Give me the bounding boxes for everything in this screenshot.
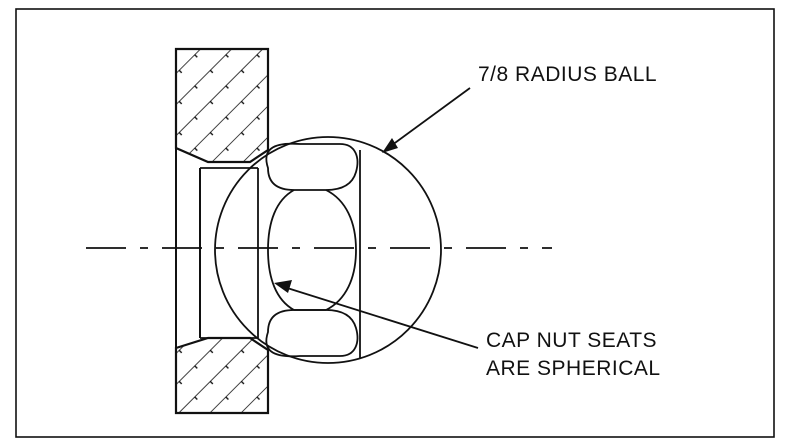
- ball-leader-arrow: [382, 87, 471, 153]
- housing-section-top: [174, 47, 270, 164]
- ball-label: 7/8 RADIUS BALL: [478, 63, 657, 86]
- housing-section-bottom: [174, 336, 270, 415]
- radius-ball: [214, 136, 442, 364]
- seat-label-line2: ARE SPHERICAL: [486, 357, 661, 380]
- figure-border: [15, 8, 775, 438]
- nut-lobe-upper: [265, 142, 359, 191]
- seat-leader-arrow: [274, 280, 479, 349]
- nut-lobe-lower: [265, 309, 359, 358]
- nut-barrel: [267, 189, 357, 311]
- seat-label-line1: CAP NUT SEATS: [486, 329, 657, 352]
